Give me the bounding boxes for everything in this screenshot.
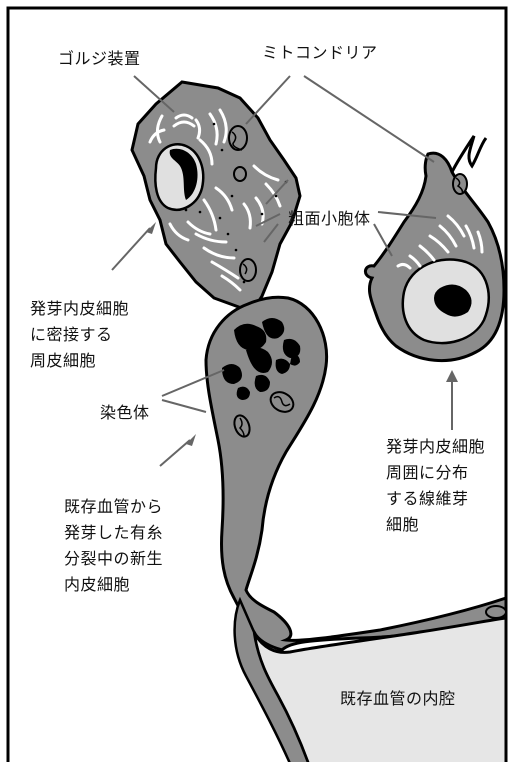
label-golgi: ゴルジ装置 xyxy=(58,46,141,72)
fibroblast-cell xyxy=(365,136,504,361)
label-endothelial: 既存血管から 発芽した有糸 分裂中の新生 内皮細胞 xyxy=(64,494,163,598)
label-fibroblast: 発芽内皮細胞 周囲に分布 する線維芽 細胞 xyxy=(386,434,485,538)
pericyte-cell xyxy=(132,82,300,312)
label-pericyte: 発芽内皮細胞 に密接する 周皮細胞 xyxy=(30,296,129,374)
label-mitochondria: ミトコンドリア xyxy=(262,40,378,66)
label-rough-er: 粗面小胞体 xyxy=(288,206,371,232)
label-chromosome: 染色体 xyxy=(100,400,150,426)
label-lumen: 既存血管の内腔 xyxy=(340,686,456,712)
